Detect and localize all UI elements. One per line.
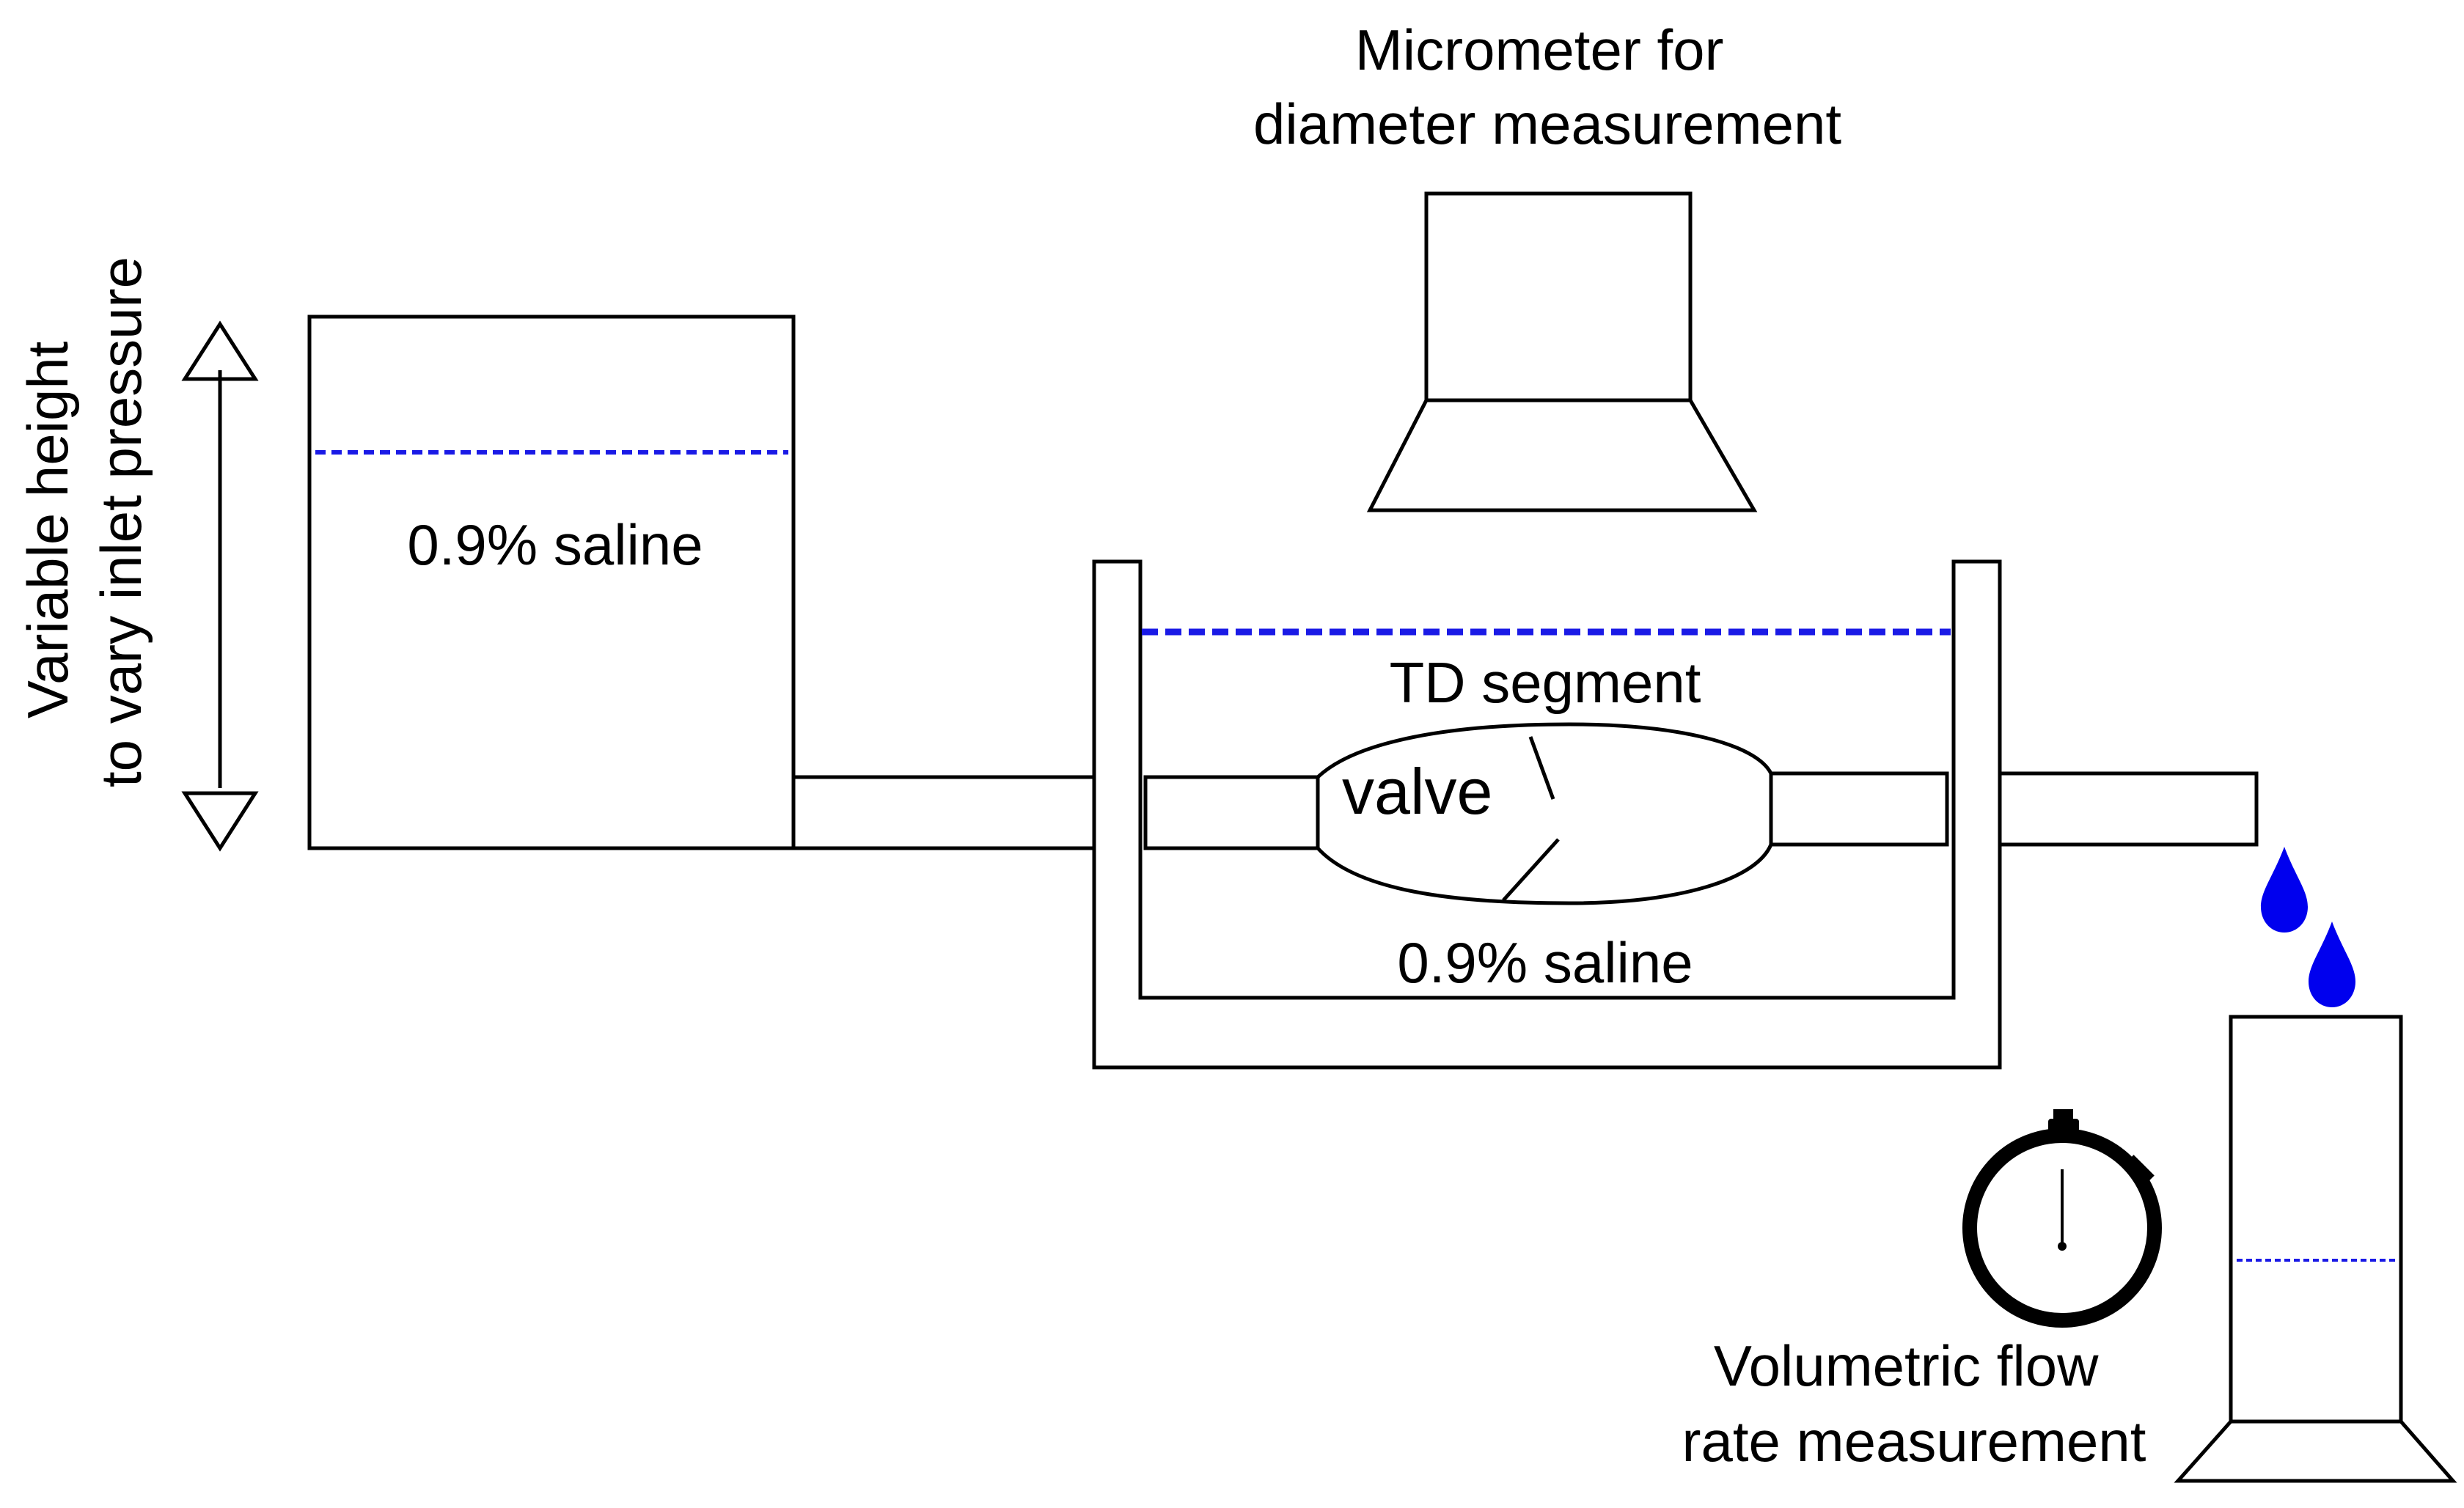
saline-reservoir	[307, 315, 796, 850]
height-adjust-arrow	[181, 320, 259, 852]
water-drop-icon	[2309, 922, 2355, 1007]
variable-height-line-2: to vary inlet pressure	[89, 257, 153, 787]
valve-label: valve	[1342, 755, 1492, 828]
variable-height-label: Variable height to vary inlet pressure	[15, 257, 153, 787]
graduated-cylinder	[2174, 1015, 2457, 1483]
valve-leaflets	[1502, 736, 1560, 902]
water-drop-icon	[2261, 847, 2308, 933]
bath-saline-label: 0.9% saline	[1397, 930, 1693, 995]
bath-right-tube	[1769, 771, 1949, 847]
reservoir-saline-label: 0.9% saline	[407, 512, 703, 577]
flow-rate-label-line-2: rate measurement	[1682, 1409, 2146, 1474]
td-segment-valve-body	[1316, 722, 1773, 905]
td-segment-label: TD segment	[1390, 650, 1701, 715]
bath-left-tube	[1143, 775, 1320, 850]
stopwatch-icon	[1962, 1109, 2162, 1328]
micrometer	[1366, 191, 1758, 512]
flow-rate-label: Volumetric flow rate measurement	[1682, 1334, 2146, 1474]
micrometer-label-line-2: diameter measurement	[1253, 92, 1841, 156]
saline-bath	[1092, 559, 2002, 1070]
outlet-tube	[1998, 771, 2259, 847]
inlet-tube	[791, 775, 1096, 850]
micrometer-label: Micrometer for diameter measurement	[1253, 18, 1841, 156]
flow-rate-label-line-1: Volumetric flow	[1714, 1334, 2099, 1398]
variable-height-line-1: Variable height	[15, 341, 80, 718]
micrometer-label-line-1: Micrometer for	[1355, 18, 1724, 82]
